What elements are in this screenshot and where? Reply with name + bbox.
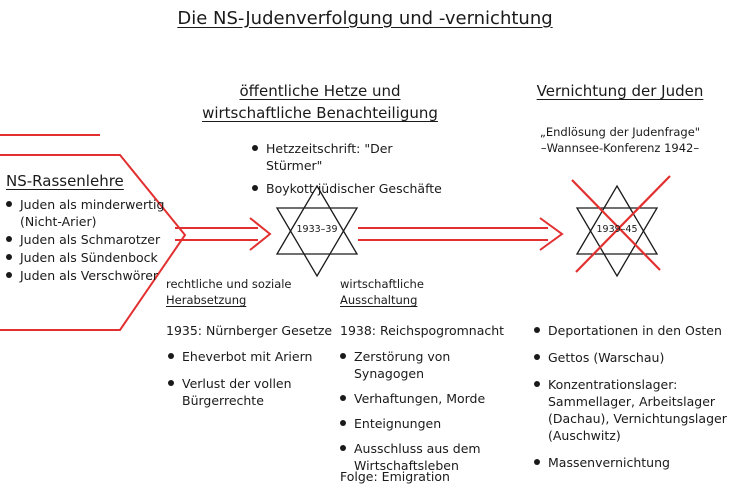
star2-label: 1939–45 bbox=[596, 224, 638, 235]
list-item: Gettos (Warschau) bbox=[532, 349, 727, 366]
list-item: Juden als Verschwörer bbox=[4, 267, 169, 284]
economic-heading-line2: Ausschaltung bbox=[340, 293, 418, 307]
list-item: Ausschluss aus dem Wirtschaftsleben bbox=[338, 440, 508, 474]
legal-heading-line1: rechtliche und soziale bbox=[166, 277, 292, 291]
list-item: Verlust der vollen Bürgerrechte bbox=[166, 375, 316, 409]
economic-heading-line1: wirtschaftliche bbox=[340, 277, 424, 291]
list-item: Juden als Schmarotzer bbox=[4, 231, 169, 248]
big-arrow-shape bbox=[0, 154, 187, 331]
vernichtung-list: Deportationen in den Osten Gettos (Warsc… bbox=[532, 322, 727, 481]
list-item: Verhaftungen, Morde bbox=[338, 390, 508, 407]
rassenlehre-heading: NS-Rassenlehre bbox=[6, 172, 124, 190]
hetze-heading-line2: wirtschaftliche Benachteiligung bbox=[202, 104, 438, 122]
page-title: Die NS-Judenverfolgung und -vernichtung bbox=[177, 8, 553, 29]
rassenlehre-list: Juden als minderwertig (Nicht-Arier) Jud… bbox=[4, 196, 169, 285]
vernichtung-heading: Vernichtung der Juden bbox=[515, 80, 725, 102]
arrow-to-star1 bbox=[175, 217, 272, 251]
economic-subtitle: 1938: Reichspogromnacht bbox=[340, 323, 505, 338]
economic-footer: Folge: Emigration bbox=[340, 469, 450, 484]
legal-subtitle: 1935: Nürnberger Gesetze bbox=[166, 323, 333, 338]
list-item: Zerstörung von Synagogen bbox=[338, 348, 508, 382]
hetze-heading-line1: öffentliche Hetze und bbox=[239, 82, 401, 100]
list-item: Eheverbot mit Ariern bbox=[166, 348, 316, 365]
list-item: Juden als Sündenbock bbox=[4, 249, 169, 266]
legal-heading: rechtliche und soziale Herabsetzung bbox=[166, 276, 326, 308]
list-item: Boykott jüdischer Geschäfte bbox=[250, 180, 450, 197]
star-of-david-1933 bbox=[275, 184, 359, 278]
hetze-heading: öffentliche Hetze und wirtschaftliche Be… bbox=[200, 80, 440, 124]
list-item: Konzentrationslager: Sammellager, Arbeit… bbox=[532, 376, 727, 444]
list-item: Hetzzeitschrift: "Der Stürmer" bbox=[250, 140, 450, 174]
list-item: Massenvernichtung bbox=[532, 454, 727, 471]
arrow-star1-to-star2 bbox=[358, 217, 564, 251]
vernichtung-heading-text: Vernichtung der Juden bbox=[536, 82, 704, 100]
star1-label: 1933–39 bbox=[296, 224, 338, 235]
cross-out-mark bbox=[571, 175, 671, 273]
economic-heading: wirtschaftliche Ausschaltung bbox=[340, 276, 480, 308]
legal-heading-line2: Herabsetzung bbox=[166, 293, 247, 307]
quote-line1: „Endlösung der Judenfrage" bbox=[539, 125, 701, 139]
legal-list: Eheverbot mit Ariern Verlust der vollen … bbox=[166, 348, 316, 419]
quote-line2: –Wannsee-Konferenz 1942– bbox=[540, 141, 700, 155]
list-item: Enteignungen bbox=[338, 415, 508, 432]
list-item: Juden als minderwertig (Nicht-Arier) bbox=[4, 196, 169, 230]
list-item: Deportationen in den Osten bbox=[532, 322, 727, 339]
endloesung-quote: „Endlösung der Judenfrage" –Wannsee-Konf… bbox=[520, 124, 720, 156]
hetze-list: Hetzzeitschrift: "Der Stürmer" Boykott j… bbox=[250, 140, 450, 199]
economic-list: Zerstörung von Synagogen Verhaftungen, M… bbox=[338, 348, 508, 476]
star-of-david-1939 bbox=[575, 184, 659, 278]
